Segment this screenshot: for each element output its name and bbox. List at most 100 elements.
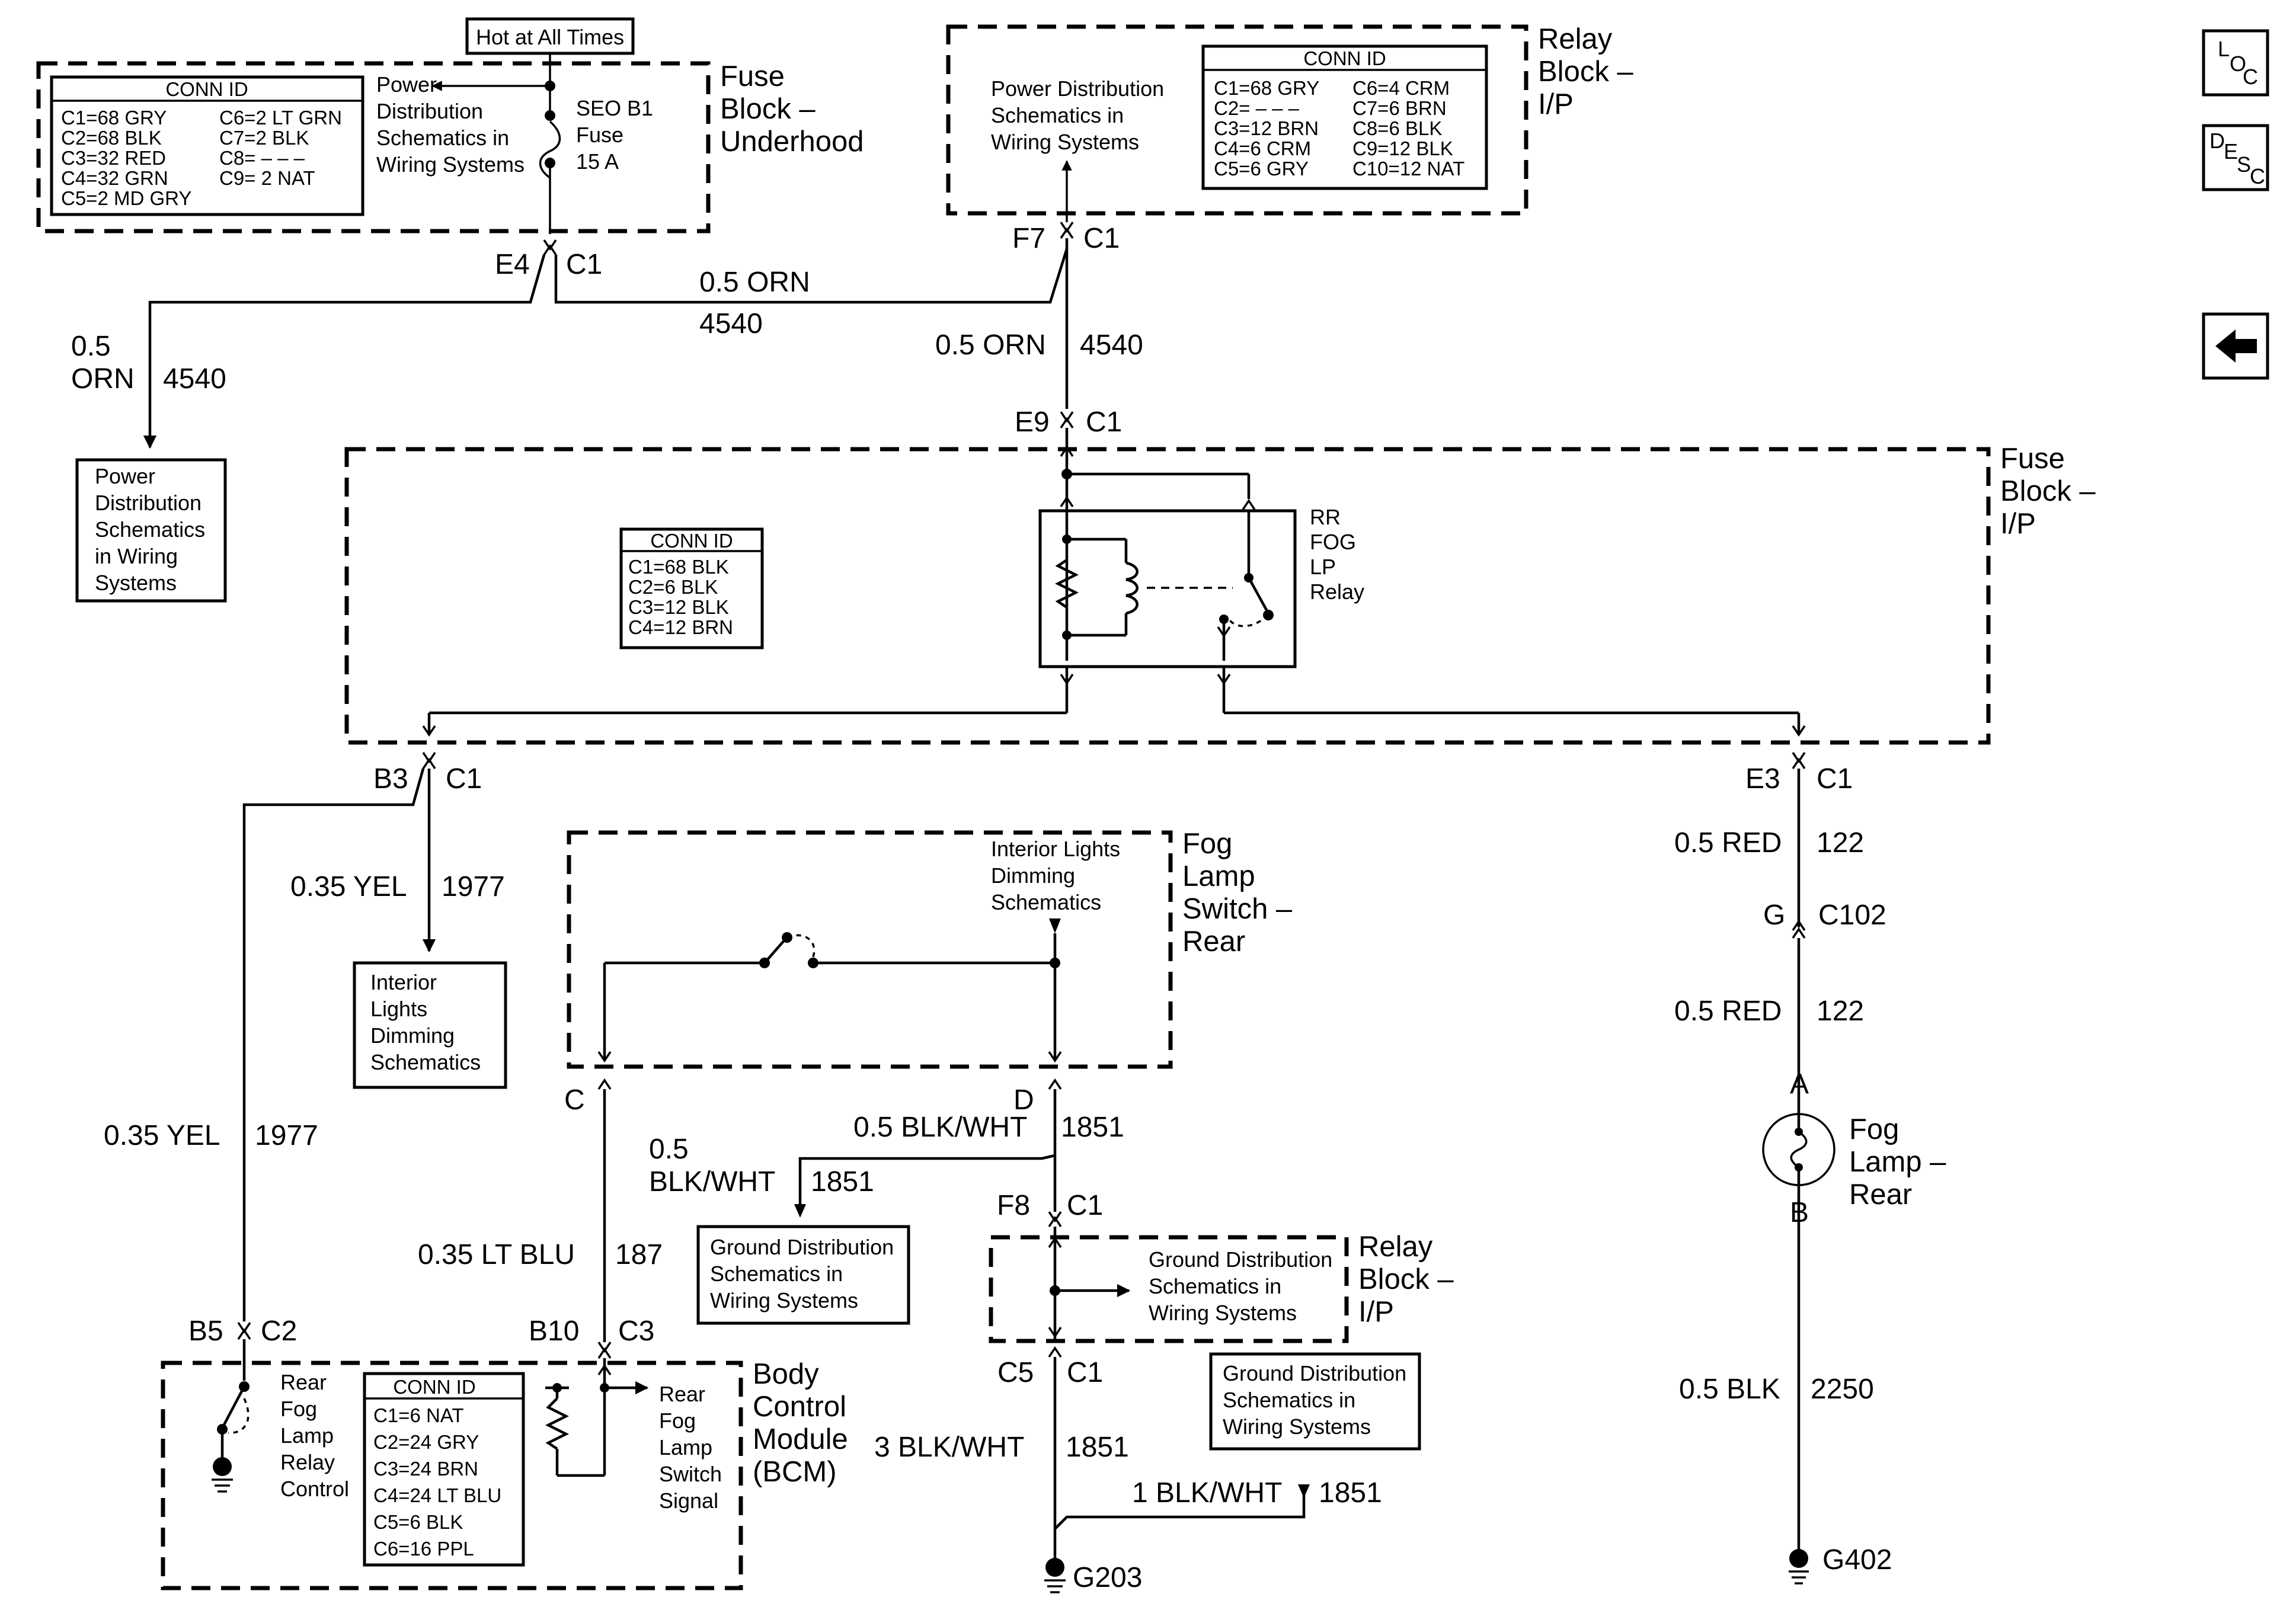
int-ref-line: Dimming: [991, 863, 1075, 888]
blk3-label: 3 BLK/WHT: [874, 1432, 1024, 1463]
switch-sig-label: Lamp: [659, 1435, 712, 1459]
conn-row: C1=68 GRY: [1214, 77, 1319, 99]
ground-box-line: Ground Distribution: [710, 1235, 894, 1259]
fog-switch-title: Switch –: [1182, 893, 1293, 925]
f7-conn-label: C1: [1083, 223, 1120, 254]
back-button[interactable]: [2202, 312, 2269, 380]
relay-block-top-title: Block –: [1538, 56, 1633, 88]
interior-box-line: Interior: [370, 970, 437, 994]
lower-wires: 0.35 LT BLU 187 0.5 BLK/WHT 1851 0.5 BLK…: [418, 1089, 1124, 1342]
loc-letter-2: O: [2230, 52, 2246, 76]
power-box-line: Schematics: [95, 517, 205, 542]
red1-num: 122: [1817, 827, 1864, 859]
fuse-block-ip-title: Block –: [2000, 475, 2096, 507]
e3-pin-label: E3: [1745, 763, 1780, 795]
interior-lights-box: Interior Lights Dimming Schematics: [353, 961, 507, 1089]
conn-row: C2=24 GRY: [373, 1431, 479, 1453]
fuse-label: 15 A: [576, 149, 619, 174]
conn-row: C7=6 BRN: [1352, 97, 1447, 119]
conn-row: C10=12 NAT: [1352, 158, 1464, 180]
orn-left-num: 4540: [163, 363, 226, 395]
red2-num: 122: [1817, 996, 1864, 1027]
power-box-line: in Wiring: [95, 544, 178, 568]
mid-wires: B3 C1 0.35 YEL 1977 0.35 YEL 1977 E3 C1 …: [104, 752, 1886, 1321]
ground-ref-line: Schematics in: [1149, 1274, 1281, 1298]
conn-row: C3=32 RED: [61, 147, 166, 169]
power-distribution-box: Power Distribution Schematics in Wiring …: [75, 458, 227, 603]
ltblu-label: 0.35 LT BLU: [418, 1239, 575, 1270]
blk05-label: 0.5 BLK: [1679, 1374, 1780, 1405]
ground-box-line: Wiring Systems: [710, 1288, 858, 1313]
f8-pin-label: F8: [997, 1190, 1030, 1221]
desc-letter-1: D: [2209, 129, 2225, 153]
loc-button[interactable]: L O C: [2202, 29, 2269, 97]
conn-row: C4=6 CRM: [1214, 137, 1311, 159]
relay-ctrl-label: Control: [280, 1477, 349, 1501]
e9-pin-label: E9: [1015, 406, 1050, 438]
relay-label: RR: [1310, 505, 1341, 529]
fog-switch-title: Rear: [1182, 926, 1245, 958]
orn-right-label: 0.5 ORN: [935, 329, 1046, 361]
ground-box-line: Ground Distribution: [1223, 1361, 1406, 1385]
interior-box-line: Lights: [370, 997, 427, 1021]
fuse-label: Fuse: [576, 123, 623, 147]
power-ref-line: Distribution: [376, 99, 483, 123]
loc-letter-1: L: [2218, 37, 2230, 61]
fuse-block-underhood: Hot at All Times CONN ID C1=68 GRY C2=68…: [36, 17, 864, 234]
fuse-block-ip-title: I/P: [2000, 508, 2036, 540]
top-wires: E4 C1 0.5 ORN 4540 0.5 ORN 4540 F7 C1 0.…: [71, 222, 1143, 449]
fog-lamp-rear: A B Fog Lamp – Rear 0.5 BLK 2250 G402: [1679, 1068, 1946, 1585]
ground-box-line: Schematics in: [710, 1262, 843, 1286]
fog-lamp-title: Rear: [1849, 1179, 1912, 1211]
b10-conn-label: C3: [618, 1315, 654, 1347]
power-ref-line: Schematics in: [991, 103, 1124, 127]
blk1-num: 1851: [1319, 1477, 1382, 1509]
f7-pin-label: F7: [1012, 223, 1045, 254]
conn-row: C1=68 BLK: [628, 556, 729, 578]
hot-at-all-times-box: [465, 17, 635, 55]
blk1-label: 1 BLK/WHT: [1132, 1477, 1282, 1509]
e3-conn-label: C1: [1817, 763, 1853, 795]
b5-conn-label: C2: [261, 1315, 297, 1347]
ground-icon: [1789, 1549, 1809, 1585]
loc-letter-3: C: [2243, 65, 2258, 89]
e9-conn-label: C1: [1086, 406, 1122, 438]
blkwht-l-label: 0.5: [649, 1134, 689, 1165]
fuse-symbol: [539, 120, 561, 179]
conn-row: C1=68 GRY: [61, 107, 167, 129]
b5-pin-label: B5: [188, 1315, 223, 1347]
desc-letter-4: C: [2250, 164, 2265, 188]
conn-row: C2= – – –: [1214, 97, 1300, 119]
conn-row: C2=6 BLK: [628, 576, 718, 598]
switch-sig-label: Fog: [659, 1409, 696, 1433]
conn-row: C4=12 BRN: [628, 616, 733, 638]
relay-lower-title: Relay: [1358, 1231, 1433, 1263]
hot-at-all-times-label: Hot at All Times: [476, 25, 624, 49]
relay-ctrl-label: Lamp: [280, 1423, 334, 1448]
desc-button[interactable]: D E S C: [2202, 124, 2269, 191]
conn-row: C5=6 BLK: [373, 1511, 463, 1533]
fuse-block-underhood-title: Fuse: [720, 60, 785, 92]
bcm-outline: [161, 1361, 743, 1590]
relay-coil: [1125, 561, 1139, 615]
yel1-label: 0.35 YEL: [290, 871, 407, 902]
d-pin-label: D: [1013, 1084, 1034, 1116]
ground-icon: [212, 1457, 233, 1493]
ground-icon: [1044, 1558, 1066, 1593]
orn-h-label: 0.5 ORN: [699, 267, 810, 298]
power-ref-line: Wiring Systems: [991, 130, 1139, 154]
ground-distribution-box-left: Ground Distribution Schematics in Wiring…: [696, 1225, 910, 1325]
ground-distribution-box-right: Ground Distribution Schematics in Wiring…: [1209, 1352, 1421, 1451]
body-control-module: B5 C2 B10 C3 Body Control Module (BCM) R…: [161, 1315, 848, 1590]
fog-lamp-switch-rear: Fog Lamp Switch – Rear Interior Lights D…: [564, 828, 1293, 1116]
relay-resistor: [1054, 559, 1079, 609]
desc-letter-2: E: [2224, 139, 2238, 164]
c5-conn-label: C1: [1067, 1357, 1103, 1388]
power-box-line: Distribution: [95, 491, 202, 515]
back-arrow-icon: [2215, 329, 2257, 363]
orn-h-num: 4540: [699, 308, 763, 340]
conn-id-title: CONN ID: [165, 78, 248, 100]
fuse-block-ip-outline: [344, 447, 1991, 745]
int-ref-line: Schematics: [991, 890, 1101, 914]
